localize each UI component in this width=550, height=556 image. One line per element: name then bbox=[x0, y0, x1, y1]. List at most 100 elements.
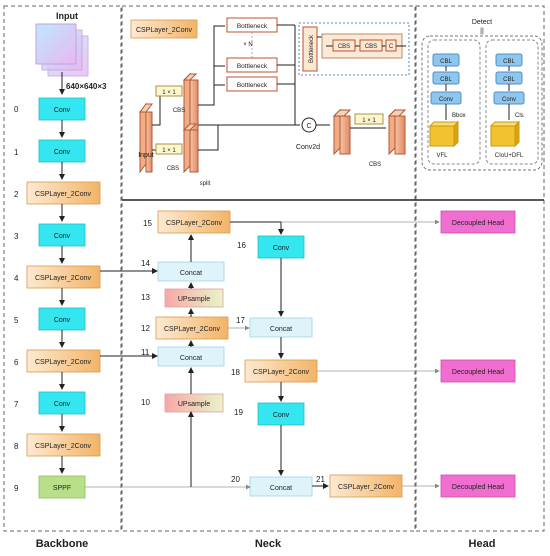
svg-text:16: 16 bbox=[237, 241, 246, 250]
neck-layer-18: 18 CSPLayer_2Conv bbox=[231, 359, 318, 383]
svg-text:Decoupled Head: Decoupled Head bbox=[452, 484, 504, 491]
svg-text:Decoupled Head: Decoupled Head bbox=[452, 369, 504, 376]
svg-text:CSPLayer_2Conv: CSPLayer_2Conv bbox=[338, 484, 395, 491]
svg-text:7: 7 bbox=[14, 400, 19, 409]
svg-text:CBS: CBS bbox=[338, 44, 350, 50]
backbone-layer-4: 4 CSPLayer_2Conv bbox=[14, 265, 101, 289]
neck-layer-16: 16 Conv bbox=[237, 235, 305, 259]
svg-text:5: 5 bbox=[14, 316, 19, 325]
neck-connections bbox=[85, 219, 440, 490]
neck-layer-20: 20 Concat bbox=[231, 475, 313, 497]
svg-text:9: 9 bbox=[14, 484, 19, 493]
svg-text:14: 14 bbox=[141, 259, 150, 268]
svg-text:20: 20 bbox=[231, 475, 240, 484]
backbone-layer-6: 6 CSPLayer_2Conv bbox=[14, 349, 101, 373]
detect-detail: Detect || CBL CBL Conv Bbox VFL CBL CBL … bbox=[421, 19, 543, 171]
svg-text:CSPLayer_2Conv: CSPLayer_2Conv bbox=[35, 443, 92, 450]
svg-text:CSPLayer_2Conv: CSPLayer_2Conv bbox=[35, 191, 92, 198]
neck-layer-12: 12 CSPLayer_2Conv bbox=[141, 316, 229, 340]
svg-text:CBL: CBL bbox=[440, 59, 452, 65]
svg-text:UPsample: UPsample bbox=[178, 296, 210, 303]
svg-text:Conv: Conv bbox=[273, 245, 290, 252]
neck-layer-14: 14 Concat bbox=[141, 259, 225, 282]
svg-text:1 × 1: 1 × 1 bbox=[362, 118, 376, 124]
backbone-layer-3: 3 Conv bbox=[14, 223, 86, 247]
ciou-dfl-cube bbox=[489, 120, 521, 148]
svg-text:× N: × N bbox=[243, 42, 253, 48]
svg-text:Conv2d: Conv2d bbox=[296, 144, 320, 151]
detail-split-cube bbox=[182, 122, 199, 174]
input-label: Input bbox=[56, 11, 78, 21]
svg-text:Bottleneck: Bottleneck bbox=[237, 82, 268, 89]
detail-output-cube bbox=[387, 108, 407, 156]
backbone-layer-9: 9 SPPF bbox=[14, 475, 86, 499]
head-section-label: Head bbox=[469, 538, 496, 550]
svg-text:1: 1 bbox=[14, 148, 19, 157]
svg-text:CBS: CBS bbox=[173, 108, 185, 114]
decoupled-head-1: Decoupled Head bbox=[440, 210, 516, 234]
layer-index: 0 bbox=[14, 105, 19, 114]
svg-text:C: C bbox=[389, 44, 394, 50]
svg-text:8: 8 bbox=[14, 442, 19, 451]
svg-text:Conv: Conv bbox=[502, 97, 516, 103]
svg-text:19: 19 bbox=[234, 408, 243, 417]
svg-text:CSPLayer_2Conv: CSPLayer_2Conv bbox=[136, 27, 193, 34]
svg-text:CBS: CBS bbox=[365, 44, 377, 50]
svg-text:CSPLayer_2Conv: CSPLayer_2Conv bbox=[164, 326, 221, 333]
neck-layer-21: 21 CSPLayer_2Conv bbox=[316, 474, 403, 498]
svg-text:split: split bbox=[200, 181, 211, 187]
svg-text:1 × 1: 1 × 1 bbox=[162, 148, 176, 154]
backbone-layer-0: 0 Conv bbox=[14, 97, 86, 121]
svg-text:SPPF: SPPF bbox=[53, 485, 71, 492]
svg-text:15: 15 bbox=[143, 219, 152, 228]
svg-text:Bottleneck: Bottleneck bbox=[237, 23, 268, 30]
svg-text:1 × 1: 1 × 1 bbox=[162, 90, 176, 96]
svg-text:Conv: Conv bbox=[54, 233, 71, 240]
svg-text:Concat: Concat bbox=[180, 355, 202, 362]
neck-layer-13: 13 UPsample bbox=[141, 288, 224, 308]
svg-text:Bbox: Bbox bbox=[452, 113, 466, 119]
svg-text:Input: Input bbox=[138, 152, 154, 159]
backbone-frame bbox=[3, 5, 122, 532]
detail-input-cube bbox=[139, 102, 153, 174]
svg-text:CBS: CBS bbox=[167, 166, 179, 172]
svg-text:Bottleneck: Bottleneck bbox=[237, 63, 268, 70]
svg-text:11: 11 bbox=[141, 348, 150, 357]
svg-text:Concat: Concat bbox=[270, 326, 292, 333]
svg-text:Detect: Detect bbox=[472, 19, 492, 26]
svg-text:2: 2 bbox=[14, 190, 19, 199]
neck-frame bbox=[121, 5, 416, 532]
svg-text:12: 12 bbox=[141, 324, 150, 333]
neck-layer-10: 10 UPsample bbox=[141, 393, 224, 413]
decoupled-head-2: Decoupled Head bbox=[440, 359, 516, 383]
backbone-layer-8: 8 CSPLayer_2Conv bbox=[14, 433, 101, 457]
neck-layer-19: 19 Conv bbox=[234, 402, 305, 426]
decoupled-head-3: Decoupled Head bbox=[440, 474, 516, 498]
svg-text:21: 21 bbox=[316, 475, 325, 484]
layer-label: Conv bbox=[54, 107, 71, 114]
svg-text:Conv: Conv bbox=[273, 412, 290, 419]
backbone-section-label: Backbone bbox=[36, 538, 89, 550]
svg-text:Decoupled Head: Decoupled Head bbox=[452, 220, 504, 227]
svg-text:VFL: VFL bbox=[436, 153, 448, 159]
neck-layer-15: 15 CSPLayer_2Conv bbox=[143, 210, 231, 234]
svg-text:Concat: Concat bbox=[180, 270, 202, 277]
svg-text:CSPLayer_2Conv: CSPLayer_2Conv bbox=[166, 220, 223, 227]
svg-text:10: 10 bbox=[141, 398, 150, 407]
svg-text:Cls: Cls bbox=[515, 113, 524, 119]
backbone-layer-1: 1 Conv bbox=[14, 139, 86, 163]
svg-text:Conv: Conv bbox=[54, 149, 71, 156]
backbone-layer-7: 7 Conv bbox=[14, 391, 86, 415]
svg-text:CBS: CBS bbox=[369, 162, 381, 168]
svg-text:Bottleneck: Bottleneck bbox=[309, 34, 315, 63]
svg-text:||: || bbox=[480, 28, 484, 35]
svg-text:Conv: Conv bbox=[54, 317, 71, 324]
csp-detail: CSPLayer_2Conv Input 1 × 1 CBS 1 × 1 CBS bbox=[130, 17, 410, 187]
svg-text:Conv: Conv bbox=[439, 97, 453, 103]
svg-text:18: 18 bbox=[231, 368, 240, 377]
svg-text:CIoU+DFL: CIoU+DFL bbox=[495, 153, 524, 159]
svg-text:Concat: Concat bbox=[270, 485, 292, 492]
input-image-stack bbox=[35, 23, 89, 77]
svg-text:CSPLayer_2Conv: CSPLayer_2Conv bbox=[253, 369, 310, 376]
